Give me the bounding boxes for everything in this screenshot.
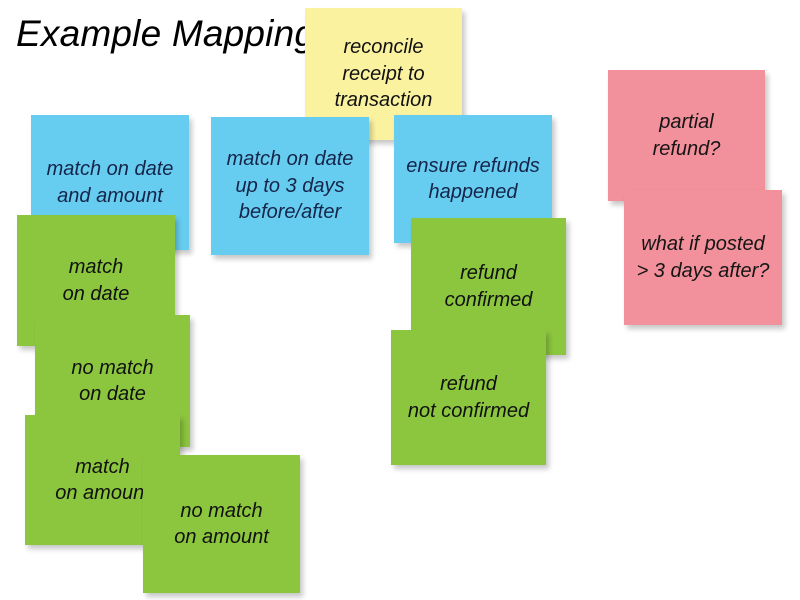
- story-card-text: reconcile receipt to transaction: [334, 36, 433, 112]
- example-card-text: no match on amount: [174, 499, 269, 548]
- example-card-text: match on amount: [55, 455, 150, 504]
- example-card-refund-not-confirmed[interactable]: refund not confirmed: [391, 330, 546, 465]
- question-card-text: what if posted > 3 days after?: [636, 233, 770, 282]
- rule-card-match-on-date-3-days[interactable]: match on date up to 3 days before/after: [211, 117, 369, 255]
- example-card-text: match on date: [62, 256, 130, 305]
- rule-card-text: match on date up to 3 days before/after: [226, 148, 354, 224]
- rule-card-text: ensure refunds happened: [406, 154, 540, 203]
- example-card-text: no match on date: [71, 356, 154, 405]
- question-card-posted-3-days-after[interactable]: what if posted > 3 days after?: [624, 190, 782, 325]
- rule-card-text: match on date and amount: [46, 158, 174, 207]
- example-card-text: refund not confirmed: [407, 373, 530, 422]
- example-card-text: refund confirmed: [444, 262, 533, 311]
- question-card-text: partial refund?: [652, 111, 721, 160]
- example-card-no-match-on-amount[interactable]: no match on amount: [143, 455, 300, 593]
- page-title: Example Mapping: [16, 13, 316, 54]
- question-card-partial-refund[interactable]: partial refund?: [608, 70, 765, 201]
